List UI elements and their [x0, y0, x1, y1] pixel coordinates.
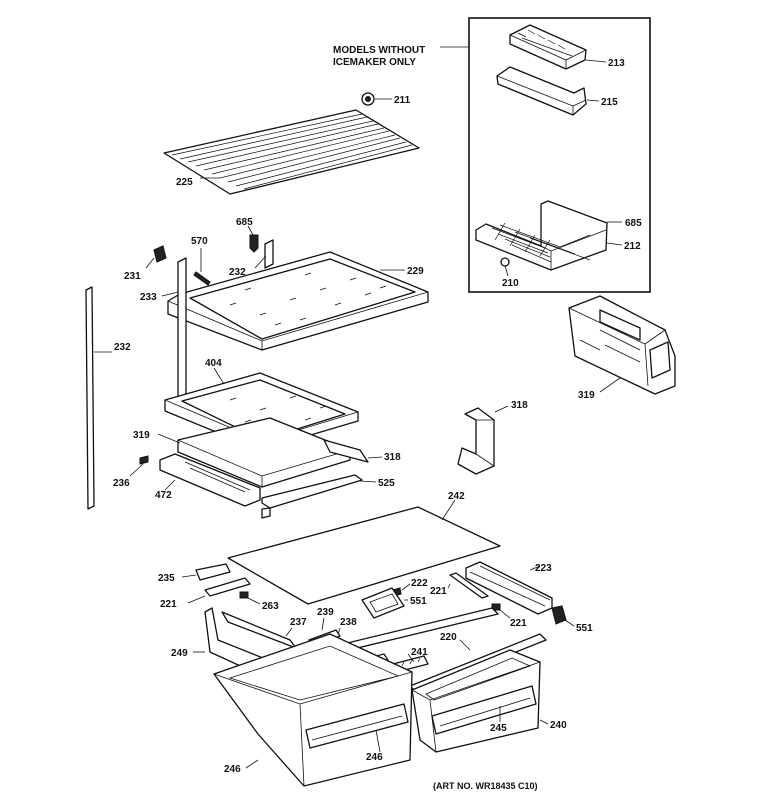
inset-panel: MODELS WITHOUT ICEMAKER ONLY 213 215 685	[333, 17, 651, 293]
callout-232b: 232	[114, 342, 131, 353]
part-housing-319: 319	[568, 295, 676, 401]
part-screw-551b: 221	[491, 603, 527, 629]
callout-525: 236	[113, 478, 130, 489]
callout-215: 215	[601, 97, 618, 108]
part-crisper-drawer-left: 246 246	[213, 633, 413, 787]
callout-472: 318	[384, 452, 401, 463]
callout-244: 525	[378, 478, 395, 489]
callout-210: 210	[502, 278, 519, 289]
callout-229: 229	[407, 266, 424, 277]
part-glass-shelf-404: 404	[164, 358, 359, 451]
callout-222: 222	[411, 578, 428, 589]
callout-233: 233	[140, 292, 157, 303]
part-clip-231: 231	[124, 245, 167, 282]
callout-551a: 263	[262, 601, 279, 612]
callout-473: 472	[155, 490, 172, 501]
callout-318-text: 318	[511, 400, 528, 411]
callout-235: 235	[158, 573, 175, 584]
part-bracket-318: 318 319	[457, 405, 509, 475]
part-ice-tray: 213	[509, 24, 625, 70]
callout-240b: 240	[550, 720, 567, 731]
callout-570: 570	[191, 236, 208, 247]
callout-223: 223	[535, 563, 552, 574]
callout-242: 242	[448, 491, 465, 502]
part-rail-221b: 237	[221, 611, 307, 649]
callout-225: 225	[176, 177, 193, 188]
inset-caption-line2: ICEMAKER ONLY	[333, 57, 416, 68]
callout-221a-text: 221	[430, 586, 447, 597]
part-ice-bin: 215	[496, 66, 618, 116]
part-rail-223: 223	[465, 561, 553, 615]
part-crisper-cover: 242	[227, 491, 501, 605]
callout-685b: 685	[236, 217, 253, 228]
part-wire-shelf: 225	[163, 109, 420, 195]
part-rail-235: 235	[158, 563, 231, 584]
callout-241: 220	[440, 632, 457, 643]
part-screw-570: 570	[191, 236, 211, 286]
callout-238: 239	[317, 607, 334, 618]
part-screw-685b: 685	[236, 217, 259, 253]
callout-249: 551	[576, 623, 593, 634]
part-pan-frame: 319 318 525 472	[133, 417, 401, 519]
callout-246a: 245	[490, 723, 507, 734]
callout-404: 404	[205, 358, 222, 369]
part-crisper-drawer-right: 245 240	[411, 649, 567, 753]
part-side-rail: 232	[85, 286, 131, 510]
callout-263: 221	[160, 599, 177, 610]
part-screw-551a: 263	[239, 591, 279, 612]
callout-211: 211	[394, 95, 411, 106]
callout-221b: 237	[290, 617, 307, 628]
callout-231: 231	[124, 271, 141, 282]
callout-551b: 221	[510, 618, 527, 629]
callout-245: 241	[411, 647, 428, 658]
callout-237: 238	[340, 617, 357, 628]
part-mount-239: 551	[361, 587, 427, 619]
callout-213: 213	[608, 58, 625, 69]
callout-246b: 246	[366, 752, 383, 763]
part-screw-525: 236	[113, 455, 149, 489]
inset-caption-line1: MODELS WITHOUT	[333, 45, 425, 56]
part-tray-support: 685 212	[475, 200, 642, 271]
callout-220: 249	[171, 648, 188, 659]
art-number: (ART NO. WR18435 C10)	[433, 781, 538, 791]
callout-212: 212	[624, 241, 641, 252]
part-clip-249: 551	[551, 605, 593, 634]
part-rail-221a: 221	[447, 572, 489, 599]
callout-319-text: 319	[578, 390, 595, 401]
callout-232a: 232	[229, 267, 246, 278]
callout-685a: 685	[625, 218, 642, 229]
callout-240a: 246	[224, 764, 241, 775]
part-screw-222: 222	[392, 578, 428, 597]
part-cap-211: 211	[361, 92, 411, 106]
part-rail-263: 221	[160, 577, 251, 610]
callout-236: 319	[133, 430, 150, 441]
callout-239: 551	[410, 596, 427, 607]
part-glass-shelf-229: 229	[167, 251, 429, 351]
part-screw-210: 210	[500, 257, 519, 289]
